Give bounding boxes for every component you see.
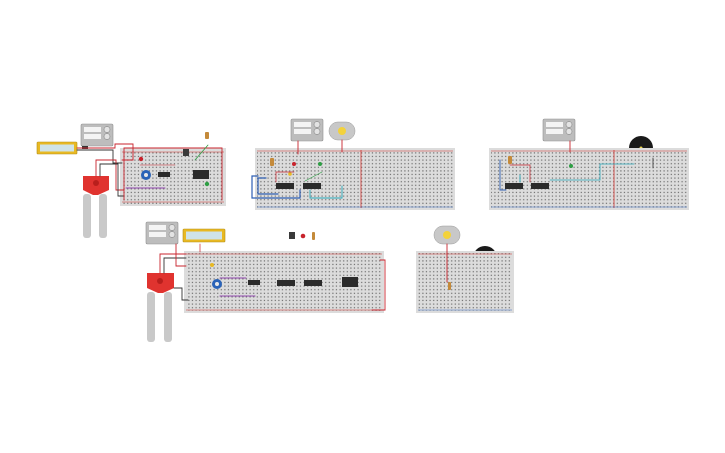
- motor-icon[interactable]: [433, 225, 461, 245]
- chip-icon[interactable]: [277, 280, 295, 286]
- battery-icon[interactable]: [80, 123, 114, 149]
- battery-icon[interactable]: [145, 221, 179, 245]
- button-icon[interactable]: [183, 149, 189, 156]
- chip-icon[interactable]: [248, 280, 260, 285]
- circuit-1[interactable]: [36, 123, 226, 238]
- breadboard[interactable]: [120, 148, 226, 206]
- potentiometer-icon[interactable]: [141, 170, 151, 180]
- chip-icon[interactable]: [505, 183, 523, 189]
- circuit-3[interactable]: [489, 118, 689, 210]
- chip-icon[interactable]: [531, 183, 549, 189]
- chip-icon[interactable]: [303, 183, 321, 189]
- led-icon[interactable]: [300, 233, 306, 239]
- chip-icon[interactable]: [158, 172, 170, 177]
- chip-icon[interactable]: [193, 170, 209, 179]
- lcd-icon[interactable]: [182, 228, 226, 243]
- breadboard[interactable]: [489, 148, 689, 210]
- resistor-icon[interactable]: [205, 132, 209, 139]
- battery-icon[interactable]: [542, 118, 576, 142]
- motor-icon[interactable]: [328, 121, 356, 141]
- potentiometer-icon[interactable]: [212, 279, 222, 289]
- led-icon[interactable]: [204, 181, 210, 187]
- chip-icon[interactable]: [342, 277, 358, 287]
- breadboard[interactable]: [416, 251, 514, 313]
- battery-icon[interactable]: [290, 118, 324, 142]
- circuit-2[interactable]: [251, 118, 455, 210]
- lcd-icon[interactable]: [36, 141, 78, 155]
- led-icon[interactable]: [210, 263, 214, 267]
- circuit-5[interactable]: [416, 225, 514, 313]
- led-icon[interactable]: [318, 162, 322, 166]
- soil-sensor-icon[interactable]: [83, 176, 109, 238]
- resistor-icon[interactable]: [270, 158, 274, 166]
- soil-sensor-icon[interactable]: [147, 273, 174, 342]
- chip-icon[interactable]: [276, 183, 294, 189]
- led-icon[interactable]: [138, 156, 144, 162]
- led-icon[interactable]: [569, 164, 573, 168]
- resistor-icon[interactable]: [312, 232, 315, 240]
- resistor-icon[interactable]: [508, 156, 512, 164]
- circuit-4[interactable]: [145, 221, 386, 342]
- resistor-icon[interactable]: [448, 282, 451, 290]
- led-icon[interactable]: [292, 162, 296, 166]
- chip-icon[interactable]: [304, 280, 322, 286]
- breadboard[interactable]: [255, 148, 455, 210]
- button-icon[interactable]: [289, 232, 295, 239]
- led-icon[interactable]: [288, 172, 292, 176]
